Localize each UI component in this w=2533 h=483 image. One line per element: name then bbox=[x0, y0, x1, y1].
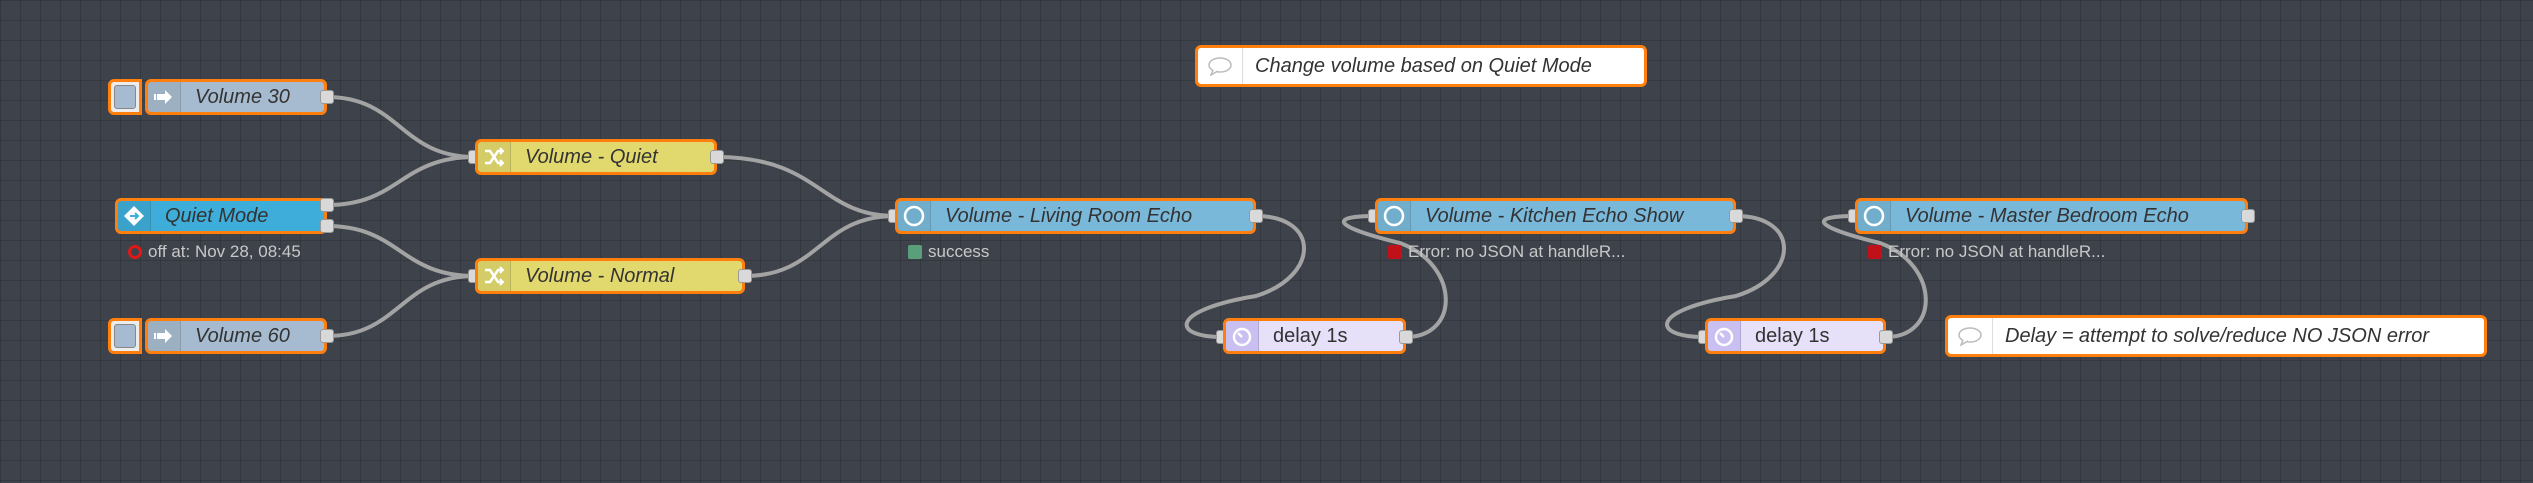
comment-text: Delay = attempt to solve/reduce NO JSON … bbox=[2005, 324, 2430, 347]
circle-icon bbox=[898, 201, 931, 231]
output-port[interactable] bbox=[738, 269, 752, 283]
node-status: Error: no JSON at handleR... bbox=[1868, 242, 2105, 262]
node-volume-60[interactable]: Volume 60 bbox=[145, 318, 327, 354]
output-port[interactable] bbox=[320, 198, 334, 212]
output-port[interactable] bbox=[1729, 209, 1743, 223]
node-label: Volume 30 bbox=[195, 85, 290, 108]
home-assistant-icon bbox=[118, 201, 151, 231]
node-volume-quiet[interactable]: Volume - Quiet bbox=[475, 139, 717, 175]
status-text: success bbox=[928, 242, 990, 261]
wire[interactable] bbox=[744, 214, 896, 278]
wire[interactable] bbox=[1665, 214, 1786, 339]
status-text: Error: no JSON at handleR... bbox=[1888, 242, 2106, 261]
shuffle-icon bbox=[478, 261, 511, 291]
comment-node-delay-note[interactable]: Delay = attempt to solve/reduce NO JSON … bbox=[1945, 315, 2487, 357]
inject-trigger-button[interactable] bbox=[108, 79, 142, 115]
node-label: Volume - Kitchen Echo Show bbox=[1425, 204, 1684, 227]
comment-icon bbox=[1198, 48, 1243, 84]
output-port[interactable] bbox=[320, 219, 334, 233]
timer-icon bbox=[1708, 321, 1741, 351]
output-port[interactable] bbox=[320, 329, 334, 343]
node-label: delay 1s bbox=[1755, 324, 1830, 347]
status-text: Error: no JSON at handleR... bbox=[1408, 242, 1626, 261]
status-ring-icon bbox=[128, 245, 142, 259]
wire[interactable] bbox=[326, 155, 476, 207]
arrow-right-icon bbox=[148, 82, 181, 112]
node-quiet-mode[interactable]: Quiet Mode bbox=[115, 198, 327, 234]
output-port[interactable] bbox=[1249, 209, 1263, 223]
timer-icon bbox=[1226, 321, 1259, 351]
node-delay-1s[interactable]: delay 1s bbox=[1705, 318, 1886, 354]
output-port[interactable] bbox=[710, 150, 724, 164]
circle-icon bbox=[1858, 201, 1891, 231]
node-status: success bbox=[908, 242, 989, 262]
wire[interactable] bbox=[716, 155, 896, 218]
wire[interactable] bbox=[326, 274, 476, 338]
node-label: Volume - Living Room Echo bbox=[945, 204, 1193, 227]
shuffle-icon bbox=[478, 142, 511, 172]
node-volume-kitchen-echo-show[interactable]: Volume - Kitchen Echo Show bbox=[1375, 198, 1736, 234]
output-port[interactable] bbox=[1879, 330, 1893, 344]
status-dot-icon bbox=[1868, 245, 1882, 259]
circle-icon bbox=[1378, 201, 1411, 231]
status-text: off at: Nov 28, 08:45 bbox=[148, 242, 301, 261]
wire[interactable] bbox=[1184, 214, 1306, 339]
comment-text: Change volume based on Quiet Mode bbox=[1255, 54, 1592, 77]
node-status: Error: no JSON at handleR... bbox=[1388, 242, 1625, 262]
node-label: delay 1s bbox=[1273, 324, 1348, 347]
output-port[interactable] bbox=[320, 90, 334, 104]
output-port[interactable] bbox=[2241, 209, 2255, 223]
comment-node-change-volume[interactable]: Change volume based on Quiet Mode bbox=[1195, 45, 1647, 87]
wire[interactable] bbox=[1341, 214, 1448, 339]
node-label: Volume - Master Bedroom Echo bbox=[1905, 204, 2189, 227]
node-label: Volume 60 bbox=[195, 324, 290, 347]
inject-trigger-button[interactable] bbox=[108, 318, 142, 354]
node-volume-normal[interactable]: Volume - Normal bbox=[475, 258, 745, 294]
wire[interactable] bbox=[326, 224, 476, 278]
node-label: Volume - Quiet bbox=[525, 145, 658, 168]
wire[interactable] bbox=[1821, 214, 1928, 339]
node-volume-living-room-echo[interactable]: Volume - Living Room Echo bbox=[895, 198, 1256, 234]
node-delay-1s[interactable]: delay 1s bbox=[1223, 318, 1406, 354]
status-dot-icon bbox=[1388, 245, 1402, 259]
wire[interactable] bbox=[326, 95, 476, 159]
node-label: Quiet Mode bbox=[165, 204, 269, 227]
output-port[interactable] bbox=[1399, 330, 1413, 344]
node-volume-master-bedroom-echo[interactable]: Volume - Master Bedroom Echo bbox=[1855, 198, 2248, 234]
node-status: off at: Nov 28, 08:45 bbox=[128, 242, 301, 262]
status-dot-icon bbox=[908, 245, 922, 259]
comment-icon bbox=[1948, 318, 1993, 354]
node-volume-30[interactable]: Volume 30 bbox=[145, 79, 327, 115]
arrow-right-icon bbox=[148, 321, 181, 351]
node-label: Volume - Normal bbox=[525, 264, 675, 287]
